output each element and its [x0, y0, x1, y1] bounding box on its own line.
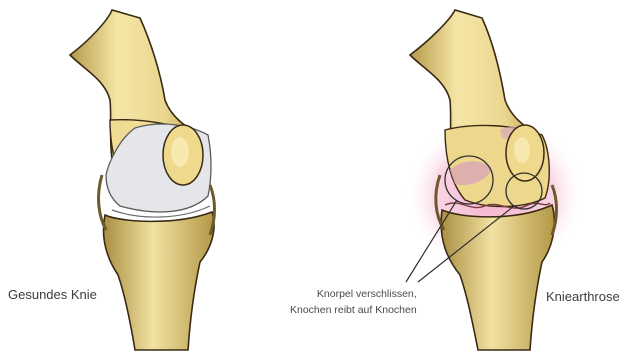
annotation-text: Knorpel verschlissen, Knochen reibt auf … — [290, 286, 417, 318]
healthy-tibia — [103, 212, 214, 350]
label-knee-arthrosis: Kniearthrose — [546, 289, 620, 304]
annotation-line-1: Knorpel verschlissen, — [290, 286, 417, 302]
annotation-line-2: Knochen reibt auf Knochen — [290, 302, 417, 318]
arthritic-tibia — [441, 205, 554, 350]
label-healthy-knee: Gesundes Knie — [8, 287, 97, 302]
